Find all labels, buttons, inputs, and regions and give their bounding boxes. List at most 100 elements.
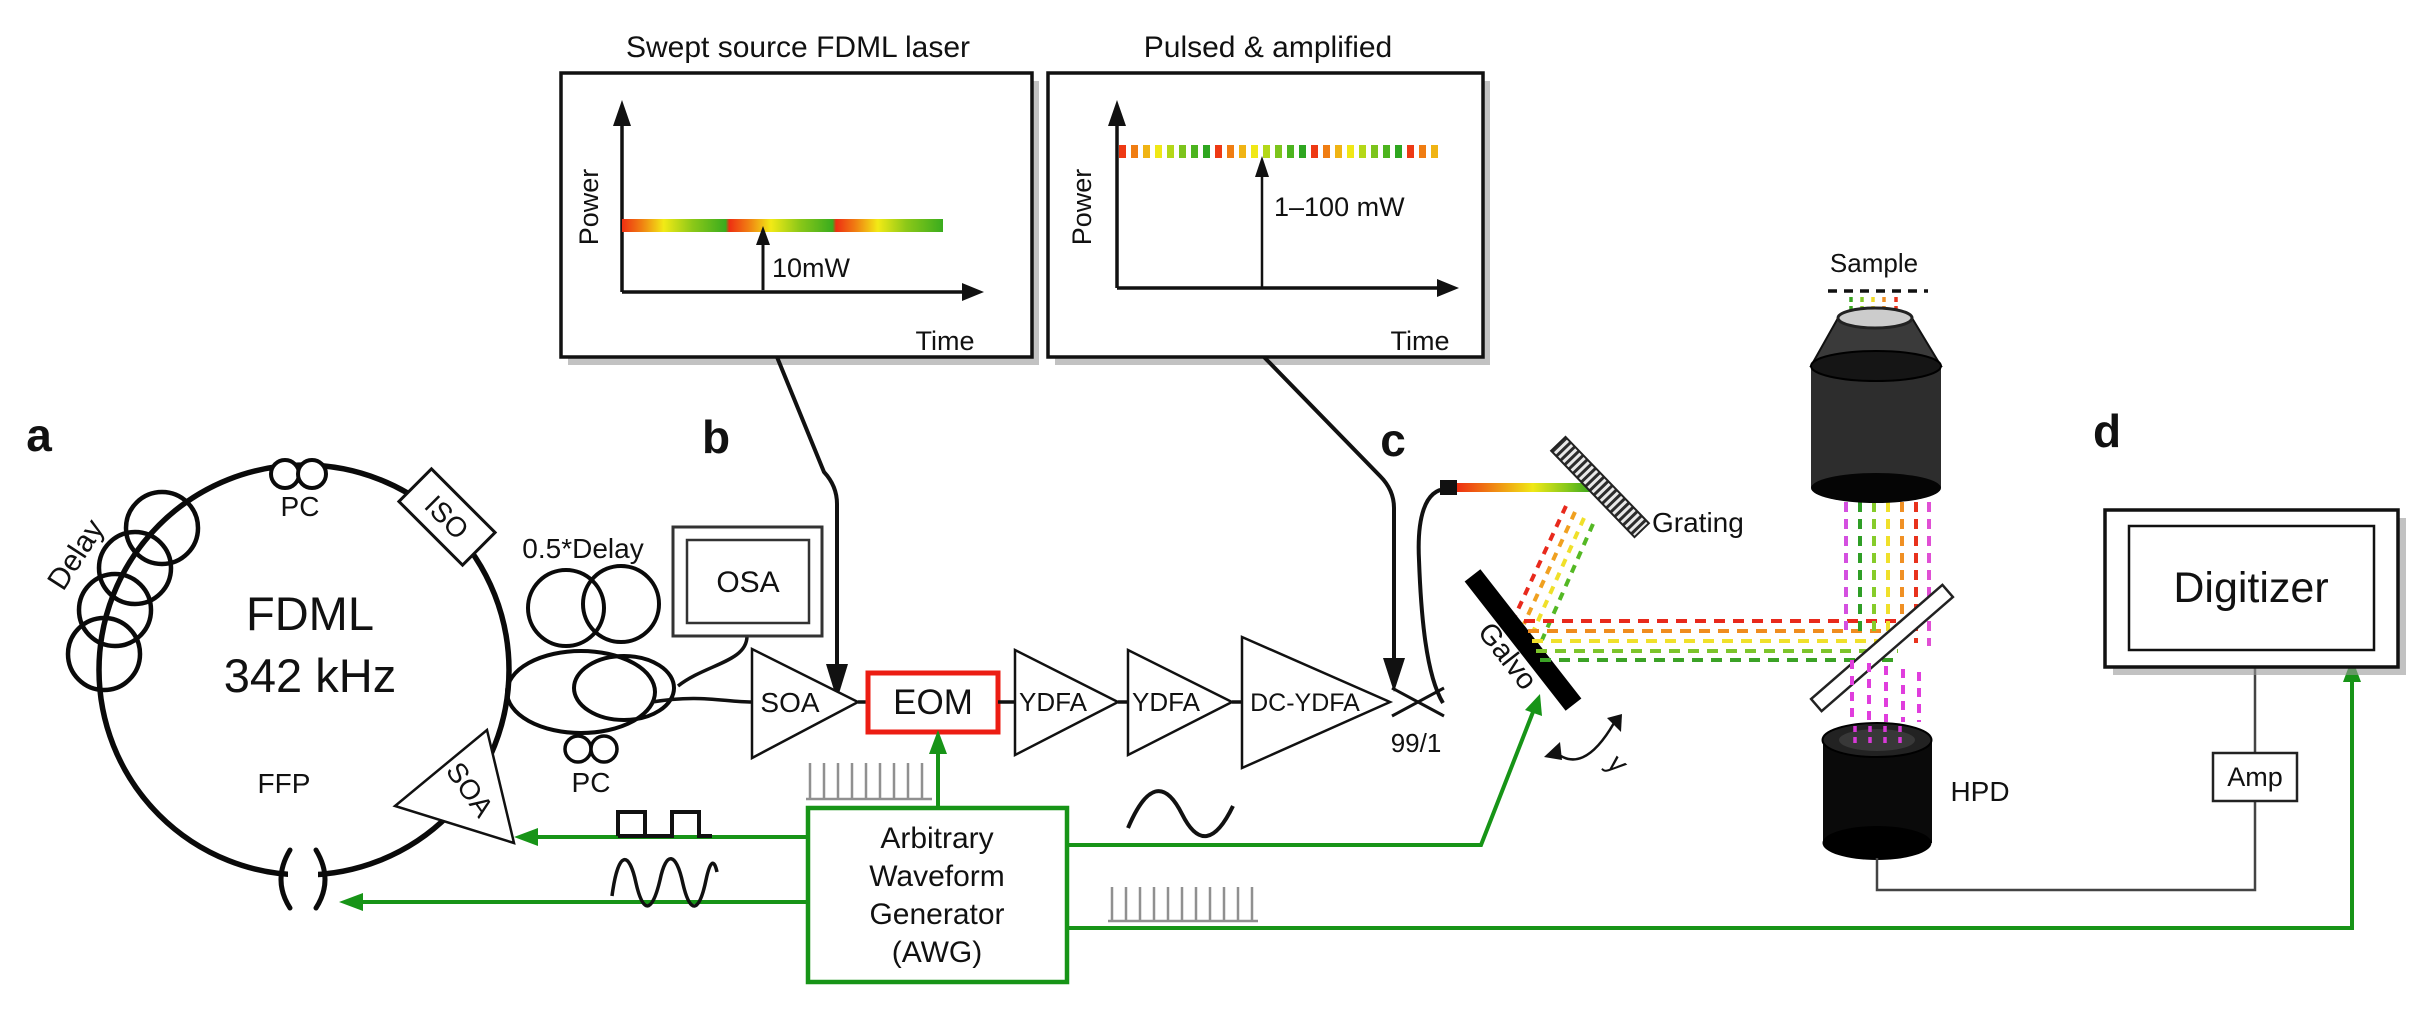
dc-ydfa-triangle bbox=[1240, 635, 1394, 770]
digitizer-sync-line bbox=[1067, 680, 2354, 930]
isolator: ISO bbox=[396, 466, 498, 568]
panel-label-d: d bbox=[2093, 405, 2121, 457]
awg-label-2: Waveform bbox=[869, 860, 1005, 893]
pc-loop-icon bbox=[296, 458, 328, 490]
amp-box bbox=[2211, 751, 2299, 803]
fdml-rate: 342 kHz bbox=[224, 649, 396, 702]
grating-label: Grating bbox=[1652, 507, 1744, 538]
swept-y-arrowhead-icon bbox=[613, 100, 631, 126]
galvo-mirror bbox=[1464, 569, 1582, 711]
ffp-mirror-icon bbox=[313, 847, 328, 911]
ring-soa-triangle bbox=[392, 727, 516, 845]
eom-box bbox=[865, 670, 1001, 735]
galvo-rotation-arc bbox=[1552, 722, 1616, 761]
delay-coil-icon bbox=[65, 615, 143, 693]
tap-label: 99/1 bbox=[1391, 728, 1442, 758]
soa-amp-triangle bbox=[750, 646, 861, 761]
rotation-arrowhead-icon bbox=[1607, 714, 1622, 732]
pulsed-pulse-train bbox=[1119, 145, 1440, 158]
galvo-sine-icon bbox=[1126, 789, 1235, 838]
delay-coil-icon bbox=[96, 529, 174, 607]
inset-pulsed-title: Pulsed & amplified bbox=[1144, 31, 1392, 64]
inset-connectors bbox=[775, 355, 1405, 700]
pc-loop-icon bbox=[589, 734, 619, 764]
tap-coupler-icon bbox=[1391, 686, 1445, 718]
osa-fiber bbox=[676, 635, 749, 688]
awg-label-4: (AWG) bbox=[892, 936, 983, 969]
pulsed-x-arrowhead-icon bbox=[1437, 279, 1459, 297]
objective-lens bbox=[1809, 306, 1943, 503]
galvo-drive-line bbox=[1067, 711, 1535, 847]
ydfa1-triangle bbox=[1013, 647, 1121, 758]
ffp-mirror-icon bbox=[278, 847, 293, 911]
awg-label-3: Generator bbox=[869, 898, 1004, 931]
pulsed-power-arrowhead-icon bbox=[1255, 156, 1269, 177]
objective-bottom-icon bbox=[1811, 473, 1941, 503]
galvo-drive-arrowhead-icon bbox=[1525, 694, 1542, 716]
delay-coil-icon bbox=[123, 489, 201, 567]
square-wave-icon bbox=[616, 810, 712, 838]
hpd-window-icon bbox=[1839, 729, 1915, 751]
digitizer-label: Digitizer bbox=[2173, 564, 2328, 612]
pc-loop-icon bbox=[563, 734, 593, 764]
objective-body-icon bbox=[1811, 366, 1941, 488]
osa-label: OSA bbox=[716, 566, 779, 599]
swept-power-arrowhead-icon bbox=[756, 226, 770, 245]
sine-wave-icon bbox=[610, 857, 719, 908]
awg-box bbox=[805, 805, 1070, 985]
ydfa2-triangle bbox=[1126, 647, 1235, 758]
scan-optics: Grating Galvo y bbox=[1416, 435, 1910, 781]
diffracted-beam-orange bbox=[1522, 511, 1577, 625]
signal-wire bbox=[1875, 667, 2257, 892]
half-delay-label: 0.5*Delay bbox=[522, 533, 643, 564]
sample-label: Sample bbox=[1830, 248, 1918, 278]
eom-drive-arrowhead-icon bbox=[929, 730, 947, 754]
objective-top-icon bbox=[1810, 350, 1942, 382]
grating bbox=[1549, 435, 1651, 539]
swept-ylabel: Power bbox=[574, 169, 604, 246]
delay-coil-icon bbox=[76, 571, 154, 649]
awg-section: Arbitrary Waveform Generator (AWG) bbox=[339, 658, 2361, 985]
hpd-bottom-icon bbox=[1822, 826, 1932, 860]
pulsed-ylabel: Power bbox=[1067, 169, 1097, 246]
pulsed-y-arrowhead-icon bbox=[1108, 100, 1126, 126]
osa-screen bbox=[685, 538, 811, 625]
ffp-gap bbox=[288, 850, 318, 908]
soa-amp-label: SOA bbox=[760, 687, 819, 718]
connector-b-line bbox=[775, 356, 839, 664]
ydfa1-label: YDFA bbox=[1019, 687, 1088, 717]
inset-swept-box bbox=[559, 71, 1034, 359]
connector-b-arrowhead-icon bbox=[826, 664, 848, 700]
digitizer: Digitizer bbox=[2103, 508, 2406, 675]
amplifier-chain: SOA EOM YDFA YDFA DC-YDFA 99/1 bbox=[750, 635, 1445, 770]
ring-pc-label: PC bbox=[281, 491, 320, 522]
half-delay-coil-icon bbox=[526, 568, 606, 648]
connector-c-line bbox=[1262, 355, 1396, 658]
panel-label-b: b bbox=[702, 411, 730, 463]
pulsed-power-value: 1–100 mW bbox=[1274, 192, 1405, 222]
objective-aperture-icon bbox=[1836, 306, 1914, 330]
ydfa2-label: YDFA bbox=[1132, 687, 1201, 717]
swept-spectrum-stripe bbox=[622, 219, 943, 232]
swept-xlabel: Time bbox=[916, 326, 975, 356]
hpd-detector bbox=[1821, 722, 1933, 860]
coupler-to-soa-fiber bbox=[651, 696, 753, 704]
fiber-coupler-icon bbox=[505, 649, 657, 735]
swept-beam bbox=[1457, 483, 1595, 492]
panel-label-c: c bbox=[1380, 414, 1406, 466]
collimator-icon bbox=[1440, 480, 1457, 495]
scan-axis-label: y bbox=[1601, 746, 1635, 781]
iso-box bbox=[396, 466, 498, 568]
dc-ydfa-label: DC-YDFA bbox=[1250, 689, 1360, 717]
connector-c-arrowhead-icon bbox=[1383, 658, 1405, 692]
panel-label-a: a bbox=[26, 409, 52, 461]
fiber-coupler-icon bbox=[572, 654, 676, 722]
fdml-ring-cavity: Delay PC ISO FDML 342 kHz SOA FFP bbox=[41, 458, 516, 911]
diffracted-beam-red bbox=[1513, 505, 1568, 617]
beamsplitter bbox=[1809, 583, 1955, 713]
inset-pulsed-amplified: Pulsed & amplified Power Time 1–100 mW bbox=[1046, 31, 1490, 365]
soa-mod-arrowhead-icon bbox=[514, 828, 538, 846]
buffer-stage: 0.5*Delay PC OSA bbox=[505, 525, 824, 798]
